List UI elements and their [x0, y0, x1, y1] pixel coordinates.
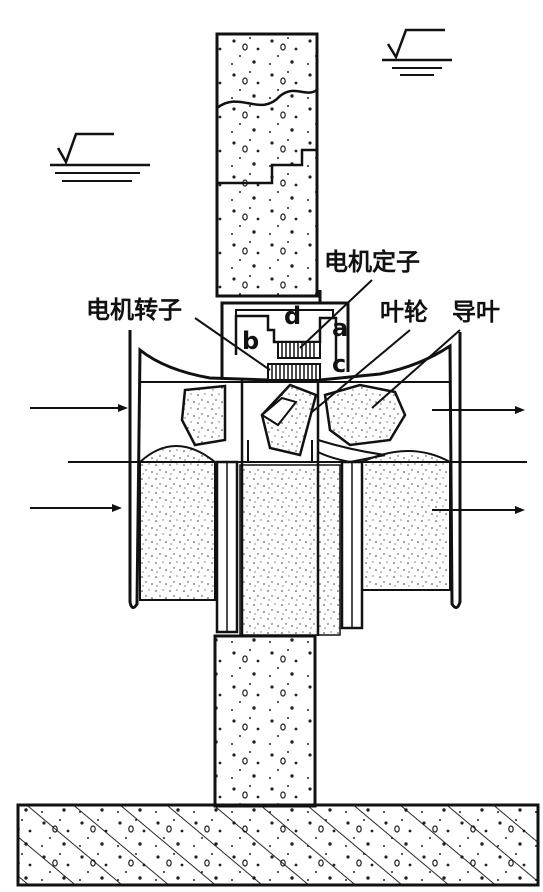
- label-part-d: d: [284, 302, 301, 330]
- sediment-left: [139, 445, 216, 601]
- flow-arrow-left-upper: [30, 404, 128, 412]
- gate-slot-right: [340, 460, 364, 630]
- flow-arrow-right-upper: [432, 406, 525, 414]
- upper-concrete-pier: [215, 32, 319, 298]
- intake-guide-block: [180, 384, 227, 447]
- flow-arrow-right-lower: [432, 506, 525, 514]
- gate-slot-left: [215, 460, 239, 634]
- label-impeller: 叶轮: [380, 298, 428, 326]
- motor-rotor-ring: [267, 363, 321, 381]
- pump-casing: [128, 330, 462, 609]
- motor-stator-winding: [277, 341, 321, 359]
- impeller-blades: [260, 383, 318, 457]
- label-guide-vane: 导叶: [452, 298, 500, 326]
- flow-arrow-left-lower: [30, 504, 122, 512]
- label-part-a: a: [332, 314, 348, 342]
- foundation-slab: [16, 803, 540, 887]
- water-level-symbol-right: [382, 28, 452, 76]
- sediment-center: [239, 464, 341, 636]
- leader-lines: [194, 279, 461, 413]
- sediment-right: [361, 450, 451, 591]
- label-motor-stator: 电机定子: [324, 248, 420, 276]
- label-part-c: c: [332, 350, 346, 378]
- water-level-symbol-left: [50, 132, 150, 182]
- guide-vanes: [317, 383, 407, 464]
- label-motor-rotor: 电机转子: [86, 296, 182, 324]
- lower-concrete-pier: [213, 634, 317, 808]
- label-part-b: b: [242, 327, 259, 355]
